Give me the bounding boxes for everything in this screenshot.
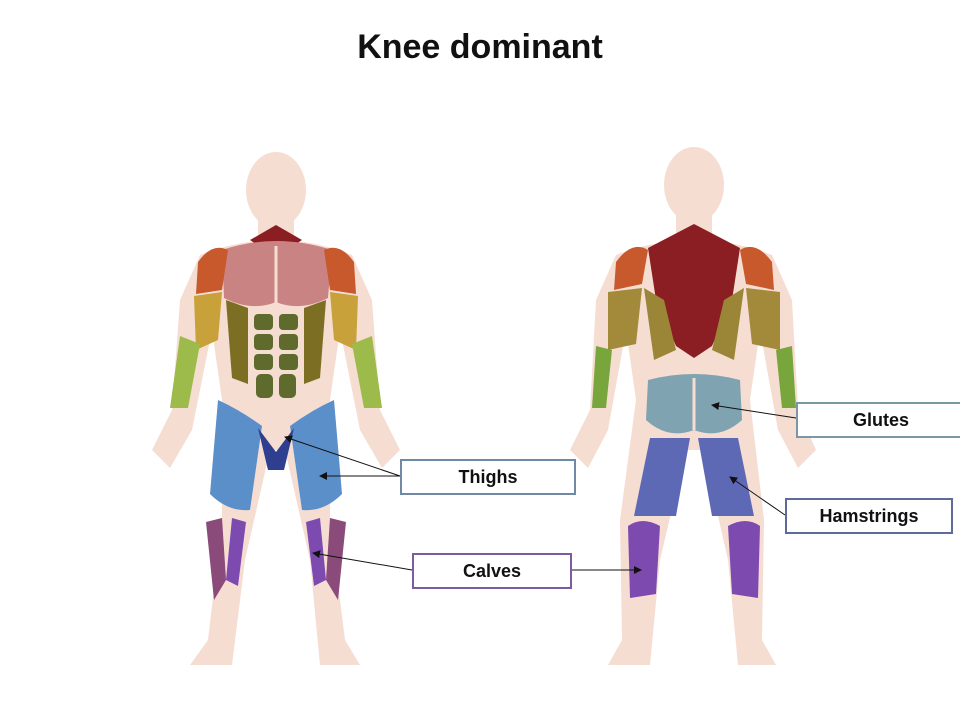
arrow-hamstrings <box>729 476 786 516</box>
label-calves: Calves <box>412 553 572 589</box>
slide-title: Knee dominant <box>357 28 603 66</box>
back-calf-left <box>628 521 660 598</box>
front-inner-thigh <box>258 428 294 470</box>
arrow-calves-front <box>312 550 413 571</box>
back-traps <box>648 224 740 358</box>
arrow-glutes <box>711 402 797 419</box>
back-calf-right <box>728 521 760 598</box>
label-glutes: Glutes <box>796 402 960 438</box>
label-hamstrings: Hamstrings <box>785 498 953 534</box>
back-hamstring-right <box>698 438 754 516</box>
front-muscle-figure-icon <box>152 152 400 665</box>
label-thighs: Thighs <box>400 459 576 495</box>
front-thigh-right <box>290 400 342 511</box>
back-muscle-figure-icon <box>570 147 816 665</box>
front-thigh-left <box>210 400 262 511</box>
arrow-thighs-inner <box>284 435 401 477</box>
back-hamstring-left <box>634 438 690 516</box>
